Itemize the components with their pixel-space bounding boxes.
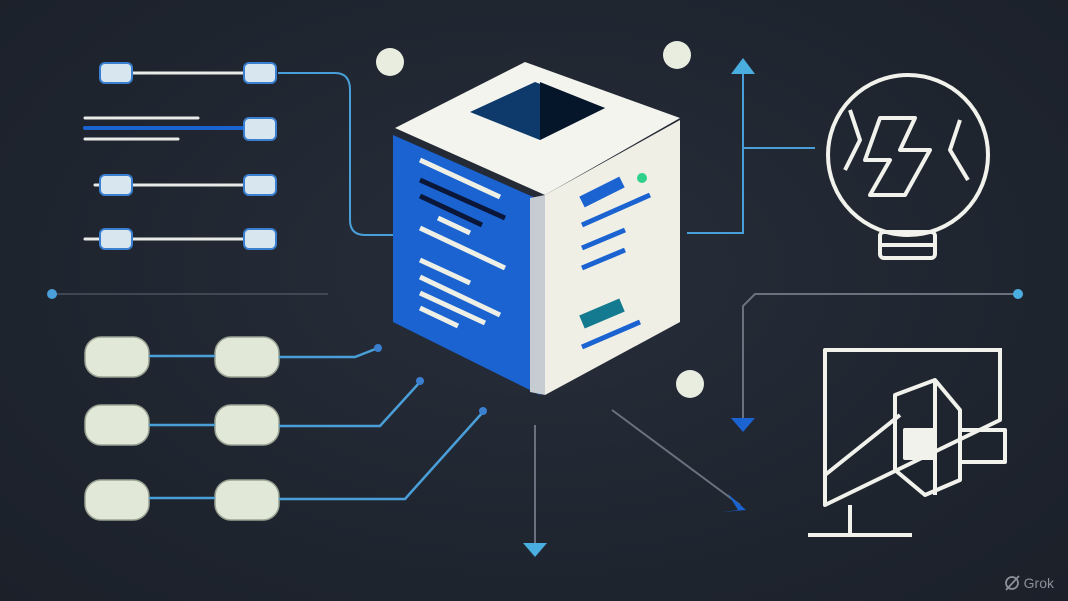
arrow-down-icon — [731, 418, 755, 432]
node-dot — [47, 289, 57, 299]
arrow-up-icon — [731, 58, 755, 74]
status-light-icon — [637, 173, 647, 183]
decor-dot — [676, 370, 704, 398]
grok-logo-icon — [1004, 575, 1020, 591]
arrow-diagonal-icon — [722, 494, 746, 512]
slider-row — [93, 174, 277, 196]
connector-line — [742, 293, 1018, 418]
slider-row — [83, 116, 277, 141]
arrow-down-icon — [523, 543, 547, 557]
connector-line — [687, 147, 815, 234]
decor-dot — [376, 48, 404, 76]
watermark-label: Grok — [1023, 575, 1054, 591]
slider-row — [83, 228, 277, 250]
lightbulb-lightning-icon — [826, 73, 990, 260]
monitor-3d-box-icon — [808, 348, 1007, 537]
slider-row — [99, 62, 277, 84]
node-dot — [1013, 289, 1023, 299]
decor-dot — [663, 41, 691, 69]
connector-line — [278, 72, 395, 236]
pill-node-group — [84, 336, 487, 521]
server-cube — [393, 62, 680, 395]
watermark: Grok — [1004, 575, 1054, 591]
slider-group — [83, 62, 277, 250]
connector-line — [611, 409, 741, 506]
